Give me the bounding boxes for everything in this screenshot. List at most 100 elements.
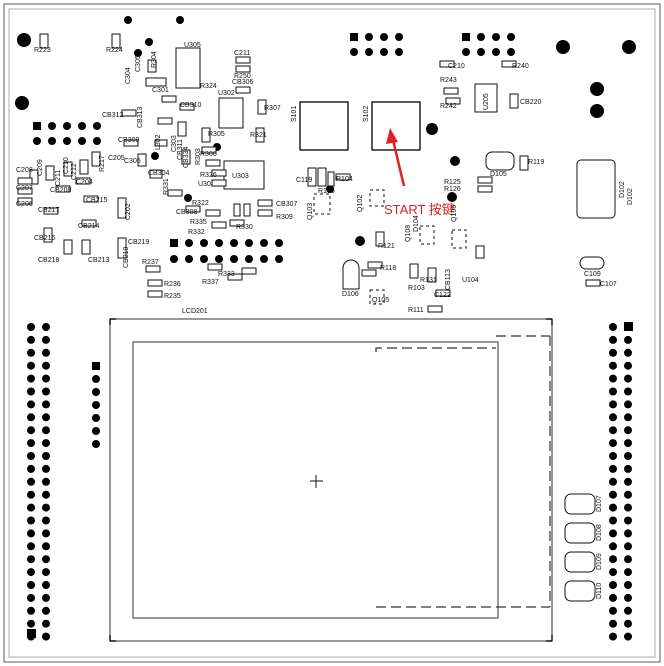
designator-label: R223 — [34, 47, 51, 54]
designator-label: C305 — [135, 55, 142, 72]
designator-label: R324 — [200, 83, 217, 90]
designator-label: R104 — [336, 176, 353, 183]
smd-part — [81, 239, 91, 255]
smd-part — [585, 279, 601, 287]
header-pin — [609, 593, 617, 602]
header-pin — [395, 33, 403, 41]
header-pin — [42, 413, 50, 422]
header-pin — [27, 619, 35, 628]
header-pin — [624, 387, 632, 396]
designator-label: R235 — [164, 293, 181, 300]
header-pin — [365, 33, 373, 41]
smd-part — [167, 189, 183, 197]
smd-part — [255, 127, 265, 143]
header-pin — [27, 413, 35, 422]
header-pin — [42, 632, 50, 641]
smd-part — [201, 146, 217, 154]
header-pin — [624, 503, 632, 512]
diode-d106 — [342, 259, 360, 290]
switch-s101-label: S101 — [291, 106, 298, 122]
smd-part — [327, 171, 335, 187]
designator-label: C206 — [16, 201, 33, 208]
chip-u104-label: U104 — [462, 277, 479, 284]
header-pin — [624, 568, 632, 577]
header-pin — [42, 581, 50, 589]
header-pin — [609, 555, 617, 564]
designator-label: R332 — [188, 229, 205, 236]
lcd-label: LCD201 — [182, 308, 208, 315]
header-pin — [609, 335, 617, 344]
diode-d105 — [485, 151, 515, 171]
designator-label: Q106 — [451, 205, 458, 222]
header-pin — [609, 477, 617, 486]
header-pin — [42, 516, 50, 525]
smd-part — [29, 169, 39, 185]
smd-part — [117, 237, 127, 259]
header-pin — [624, 335, 632, 344]
smd-part — [39, 33, 49, 49]
header-pin — [477, 48, 485, 56]
header-pin — [609, 490, 617, 499]
header-pin — [609, 542, 617, 551]
designator-label: R322 — [192, 200, 209, 207]
switch-s101[interactable] — [299, 101, 349, 151]
smd-part — [117, 197, 127, 219]
header-pin — [624, 477, 632, 486]
designator-label: R111 — [408, 307, 424, 314]
header-pin — [42, 464, 50, 473]
smd-part — [43, 207, 59, 215]
smd-part — [443, 87, 459, 95]
header-pin — [27, 555, 35, 564]
designator-label: R243 — [440, 77, 457, 84]
header-pin — [92, 440, 100, 448]
header-pin — [609, 503, 617, 512]
smd-part — [375, 231, 385, 247]
header-pin — [215, 255, 223, 263]
designator-label: R304 — [151, 51, 158, 68]
header-pin — [507, 33, 515, 41]
header-pin — [27, 452, 35, 460]
header-pin — [380, 48, 388, 56]
smd-part — [201, 127, 211, 143]
smd-part — [17, 197, 33, 205]
smd-part — [257, 209, 273, 217]
smd-part — [475, 245, 485, 259]
designator-label: C209 — [37, 159, 44, 176]
header-pin — [275, 239, 283, 247]
header-pin — [27, 439, 35, 448]
mount-hole — [450, 156, 460, 166]
designator-label: CB215 — [86, 197, 108, 204]
chip-u205 — [474, 83, 498, 113]
designator-label: R330 — [236, 224, 253, 231]
header-pin — [27, 400, 35, 409]
mount-hole — [355, 236, 365, 246]
designator-label: CB214 — [78, 223, 100, 230]
header-pin — [624, 581, 632, 589]
designator-label: C119 — [296, 177, 312, 184]
transistor-outline — [369, 289, 385, 305]
designator-label: CB216 — [34, 235, 56, 242]
header-pin — [185, 239, 193, 247]
chip-u303 — [223, 160, 265, 190]
header-pin — [48, 137, 56, 145]
smd-part — [235, 56, 251, 64]
smd-part — [435, 289, 451, 297]
header-pin — [92, 401, 100, 409]
pin-1-marker — [92, 362, 100, 370]
header-pin — [624, 542, 632, 551]
header-pin — [42, 503, 50, 512]
designator-label: R121 — [378, 243, 395, 250]
led-d107 — [564, 493, 596, 515]
header-pin — [200, 239, 208, 247]
designator-label: L302 — [155, 134, 162, 150]
header-pin — [27, 374, 35, 383]
designator-label: Q105 — [372, 297, 389, 304]
smd-part — [154, 139, 168, 147]
smd-part — [81, 219, 97, 227]
designator-label: R217 — [99, 155, 106, 172]
header-pin — [275, 255, 283, 263]
smd-part — [147, 279, 163, 287]
switch-s102[interactable] — [371, 101, 421, 151]
header-pin — [63, 137, 71, 145]
